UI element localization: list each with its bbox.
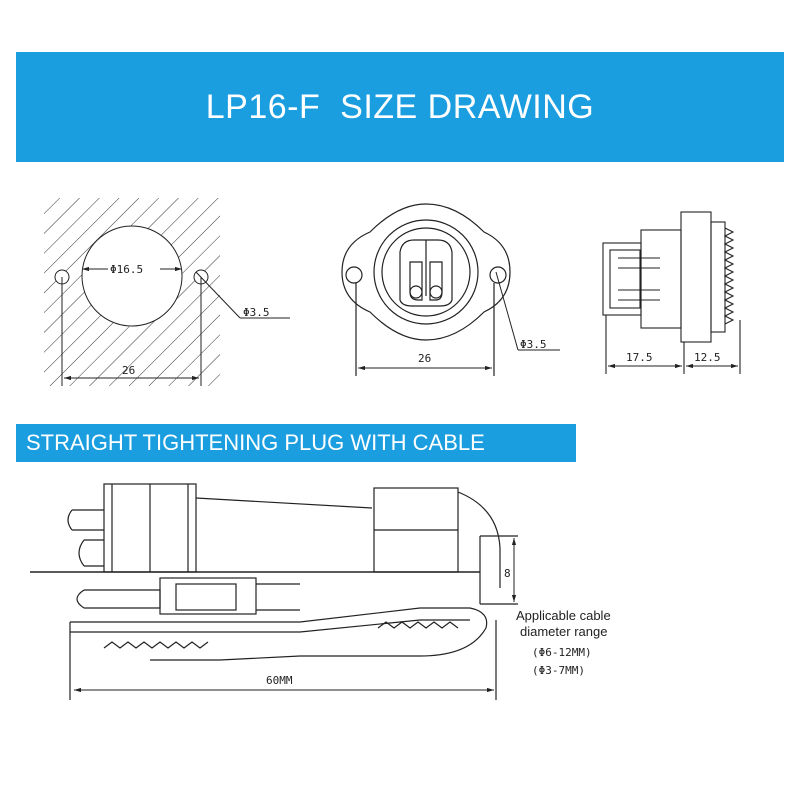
panel-cutout-drawing <box>44 198 290 386</box>
spacing-label-front: 26 <box>418 352 431 365</box>
page-title: LP16-F SIZE DRAWING <box>205 87 595 126</box>
cable-note-line2: diameter range <box>520 624 607 639</box>
spacing-label-left: 26 <box>122 364 135 377</box>
plug-drawing <box>30 483 518 700</box>
front-view-drawing <box>341 203 560 376</box>
cable-range-2: (Φ3-7MM) <box>532 664 585 677</box>
length-b-label: 12.5 <box>694 351 721 364</box>
section-title: STRAIGHT TIGHTENING PLUG WITH CABLE <box>26 430 485 455</box>
side-view-drawing <box>602 211 741 374</box>
cable-note-line1: Applicable cable <box>516 608 611 623</box>
plug-height-label: 8 <box>504 567 511 580</box>
hole-diameter-label: Φ16.5 <box>110 263 143 276</box>
section-banner: STRAIGHT TIGHTENING PLUG WITH CABLE <box>16 424 576 462</box>
cable-range-1: (Φ6-12MM) <box>532 646 592 659</box>
length-a-label: 17.5 <box>626 351 653 364</box>
screw-hole-label-left: Φ3.5 <box>243 306 270 319</box>
title-banner: LP16-F SIZE DRAWING <box>16 52 784 162</box>
screw-hole-label-front: Φ3.5 <box>520 338 547 351</box>
plug-length-label: 60MM <box>266 674 293 687</box>
